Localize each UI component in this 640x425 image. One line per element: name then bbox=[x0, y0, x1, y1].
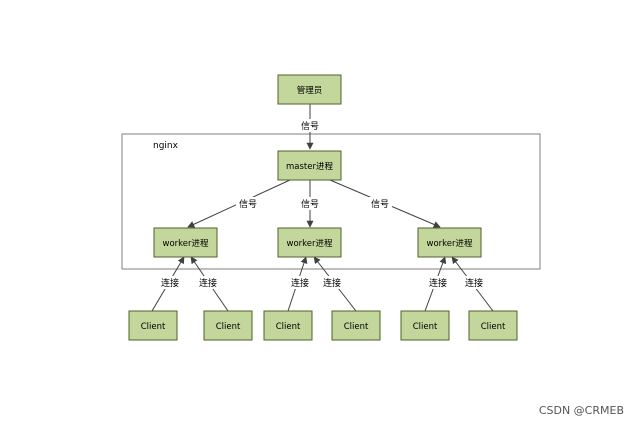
edge-label-connect-4: 连接 bbox=[323, 277, 341, 289]
client-node-3-label: Client bbox=[276, 322, 301, 332]
edge-label-connect-5: 连接 bbox=[429, 277, 447, 289]
watermark: CSDN @CRMEB bbox=[539, 404, 624, 417]
edge-label-signal-3: 信号 bbox=[371, 198, 389, 210]
nginx-label: nginx bbox=[153, 141, 179, 151]
master-node-label: master进程 bbox=[286, 162, 333, 172]
client-node-3 bbox=[263, 310, 313, 341]
edge-label-signal-1: 信号 bbox=[239, 198, 257, 210]
edge-label-connect-3: 连接 bbox=[291, 277, 309, 289]
client-node-4-label: Client bbox=[344, 322, 369, 332]
client-node-5-label: Client bbox=[413, 322, 438, 332]
client-node-1-label: Client bbox=[141, 322, 166, 332]
client-node-1 bbox=[128, 310, 178, 341]
client-node-2-label: Client bbox=[216, 322, 241, 332]
worker-node-1-label: worker进程 bbox=[163, 239, 209, 249]
worker-node-3 bbox=[417, 227, 482, 258]
client-node-5 bbox=[400, 310, 450, 341]
worker-node-3-label: worker进程 bbox=[427, 239, 473, 249]
worker-node-2 bbox=[277, 227, 342, 258]
client-node-2 bbox=[203, 310, 253, 341]
edge-label-signal-admin: 信号 bbox=[301, 120, 319, 132]
admin-node bbox=[277, 74, 342, 105]
edge-label-connect-1: 连接 bbox=[161, 277, 179, 289]
client-node-6-label: Client bbox=[481, 322, 506, 332]
master-node bbox=[277, 150, 342, 181]
admin-node-label: 管理员 bbox=[297, 85, 323, 96]
worker-node-2-label: worker进程 bbox=[287, 239, 333, 249]
client-node-6 bbox=[468, 310, 518, 341]
edge-label-connect-6: 连接 bbox=[465, 277, 483, 289]
edge-label-signal-2: 信号 bbox=[301, 198, 319, 210]
worker-node-1 bbox=[153, 227, 218, 258]
client-node-4 bbox=[331, 310, 381, 341]
edge-label-connect-2: 连接 bbox=[199, 277, 217, 289]
